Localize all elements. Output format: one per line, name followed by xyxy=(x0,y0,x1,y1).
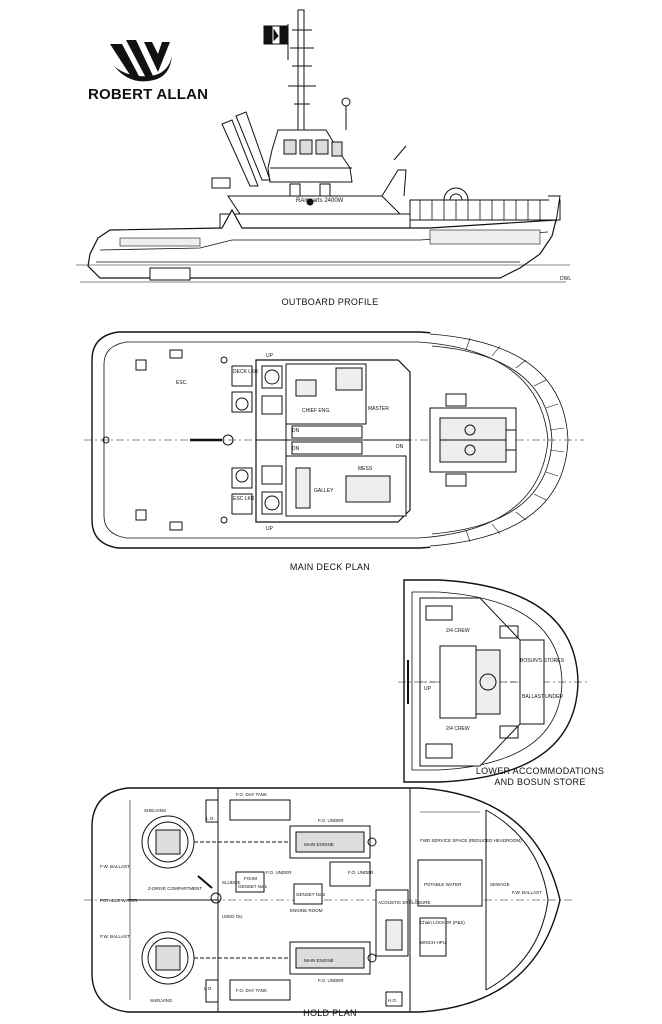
sludge-label: SLUDGE xyxy=(222,880,241,885)
bow-winch xyxy=(409,187,561,223)
lower-accommodations-caption-line2: AND BOSUN STORE xyxy=(494,777,586,787)
genset-2-label: GENSET No.2 xyxy=(296,892,326,897)
foam-label: FOAM xyxy=(244,876,257,881)
wheelhouse xyxy=(267,129,353,197)
potable-water-right-label: POTABLE WATER xyxy=(424,882,462,887)
hull xyxy=(76,208,570,283)
outboard-profile-drawing: RAmparts 2400W DWL xyxy=(76,9,571,283)
fo-under-mid2-label: F.O. UNDER xyxy=(348,870,374,875)
main-deck-plan-caption: MAIN DECK PLAN xyxy=(289,562,371,572)
acoustic-enclosure-label: ACOUSTIC ENCLOSURE xyxy=(378,900,431,905)
lower-accom-outline xyxy=(398,579,590,783)
escape-label: ESC. xyxy=(176,380,188,386)
outboard-profile-caption: OUTBOARD PROFILE xyxy=(281,297,379,307)
dwl-label: DWL xyxy=(560,276,571,282)
genset-1-label: GENSET No.1 xyxy=(238,884,268,889)
hold-plan-caption: HOLD PLAN xyxy=(303,1008,357,1018)
z-drive-compartment-label: Z-DRIVE COMPARTMENT xyxy=(148,886,202,891)
chain-locker-label: Chain LOCKER (P&S) xyxy=(420,920,465,925)
fo-day-tank-bottom-label: F.O. DAY TANK xyxy=(236,988,267,993)
forward-tanks xyxy=(417,809,549,991)
exhaust-stacks xyxy=(211,111,271,189)
fo-day-tank-top-label: F.O. DAY TANK xyxy=(236,792,267,797)
engine-room xyxy=(197,799,409,1007)
brand-name: ROBERT ALLAN xyxy=(88,86,209,103)
flag-icon xyxy=(263,24,289,60)
chief-engineer-label: CHIEF ENG. xyxy=(302,408,331,414)
used-oil-label: USED OIL xyxy=(222,914,244,919)
ho-label: H.O. xyxy=(388,998,397,1003)
superstructure xyxy=(219,97,411,229)
vessel-name-label: RAmparts 2400W xyxy=(296,198,344,204)
crew-cabin-top-label: 2/4 CREW xyxy=(446,628,470,634)
crew-cabin-bottom-label: 2/4 CREW xyxy=(446,726,470,732)
shelving-bottom-label: SHELVING xyxy=(150,998,173,1003)
z-drive-units xyxy=(141,815,290,985)
fwd-service-space-label: FWD SERVICE SPACE (REDUCED HEADROOM) xyxy=(420,838,522,843)
fw-ballast-right-label: F.W. BALLAST xyxy=(512,890,542,895)
lube-oil-mid-label: L.O. xyxy=(204,986,213,991)
deck-locker-label: DECK LKR xyxy=(233,369,258,375)
master-cabin-label: MASTER xyxy=(368,406,389,412)
potable-water-left-label: POTABLE WATER xyxy=(100,898,138,903)
aft-deck-fittings xyxy=(102,349,234,531)
lower-accommodations-caption: LOWER ACCOMMODATIONS AND BOSUN STORE xyxy=(440,766,640,788)
stair-up-top-label: UP xyxy=(266,353,274,359)
lube-oil-top-label: L.O. xyxy=(206,816,215,821)
galley-label: GALLEY xyxy=(314,488,334,494)
shelving-top-label: SHELVING xyxy=(144,808,167,813)
hold-outline xyxy=(84,787,572,1013)
stern-thrusters xyxy=(149,267,191,281)
ballast-under-label: BALLAST UNDER xyxy=(522,694,563,700)
stair-down-3-label: DN xyxy=(396,444,404,450)
fw-ballast-left-bottom-label: F.W. BALLAST xyxy=(100,934,130,939)
stair-down-1-label: DN xyxy=(292,428,300,434)
main-deck-outline xyxy=(84,331,584,549)
stair-down-2-label: DN xyxy=(292,446,300,452)
mast xyxy=(288,9,316,131)
winch-hpu-label: WINCH HPU xyxy=(420,940,446,945)
fo-under-bottom-label: F.O. UNDER xyxy=(318,978,344,983)
stair-up-bottom-label: UP xyxy=(266,526,274,532)
main-engine-bottom-label: MAIN ENGINE xyxy=(304,958,334,963)
lower-accommodations-caption-line1: LOWER ACCOMMODATIONS xyxy=(475,766,605,776)
main-engine-top-label: MAIN ENGINE xyxy=(304,842,334,847)
bosun-stores-label: BOSUN'S STORES xyxy=(520,658,565,664)
fo-under-mid1-label: F.O. UNDER xyxy=(266,870,292,875)
fw-ballast-left-top-label: F.W. BALLAST xyxy=(100,864,130,869)
escape-locker-label: ESC LKR xyxy=(233,496,255,502)
engine-room-label: ENGINE ROOM xyxy=(290,908,323,913)
deckhouse xyxy=(231,359,411,523)
sewage-label: SEWAGE xyxy=(490,882,510,887)
mess-label: MESS xyxy=(358,466,373,472)
fo-under-top-label: F.O. UNDER xyxy=(318,818,344,823)
bow-winch-machinery xyxy=(429,393,517,487)
stair-up-label: UP xyxy=(424,686,432,692)
